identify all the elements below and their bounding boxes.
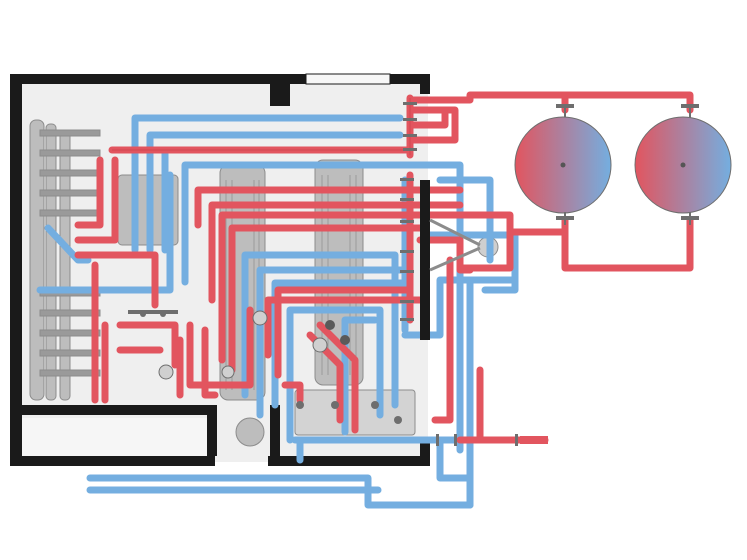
hot-pipe-10 <box>208 201 464 304</box>
cold-pipe-7 <box>241 251 399 409</box>
hot-pipe-3 <box>561 91 694 114</box>
cold-pipe-21 <box>436 176 494 264</box>
hot-pipe-11 <box>218 211 424 364</box>
hot-pipes <box>74 91 694 444</box>
opening-top <box>305 73 391 85</box>
hot-pipe-4 <box>406 106 459 144</box>
cold-pipe-17 <box>436 436 474 482</box>
hot-pipe-18 <box>186 306 254 389</box>
cold-pipe-20 <box>426 231 519 294</box>
hot-pipe-5 <box>406 106 449 129</box>
cold-pipe-8 <box>256 266 409 419</box>
hot-pipe-16 <box>116 321 179 369</box>
valves <box>128 102 518 446</box>
cold-pipe-1 <box>131 114 404 254</box>
cold-pipe-10 <box>286 306 384 444</box>
cold-pipe-11 <box>341 316 379 436</box>
hot-pipe-30 <box>431 256 454 424</box>
pump-3 <box>221 365 235 379</box>
header-column-2 <box>45 123 57 401</box>
expansion-tank-2 <box>634 104 732 225</box>
hot-pipe-13 <box>74 251 159 309</box>
hot-pipe-22 <box>274 286 414 379</box>
hot-pipe-19 <box>201 326 219 399</box>
hot-pipe-2 <box>406 91 569 114</box>
pump-2 <box>312 337 328 353</box>
cold-pipe-5 <box>36 171 174 294</box>
manifold-bar <box>420 180 430 340</box>
room-lower-left-alcove <box>22 418 210 458</box>
cold-pipe-6 <box>181 161 464 454</box>
hot-pipe-7 <box>74 156 104 229</box>
support-struts <box>429 218 481 272</box>
cold-pipe-2 <box>146 131 404 254</box>
hot-pipe-12 <box>228 224 424 374</box>
pipe-outline-hints <box>112 98 411 155</box>
hot-pipe-21 <box>264 296 424 359</box>
hot-pipe-28 <box>561 216 694 272</box>
pump-4 <box>158 364 174 380</box>
hot-pipe-9 <box>194 186 464 229</box>
cold-pipe-4 <box>44 224 92 264</box>
header-column-1 <box>29 119 45 401</box>
pump-1 <box>252 310 268 326</box>
expansion-tank-1 <box>514 104 612 225</box>
hot-pipe-8 <box>74 156 119 244</box>
hot-outlet-stub <box>520 436 548 444</box>
tank-lower <box>235 417 265 447</box>
hot-pipe-25 <box>281 381 304 404</box>
hot-pipe-24 <box>316 321 359 434</box>
pumps <box>158 310 328 380</box>
